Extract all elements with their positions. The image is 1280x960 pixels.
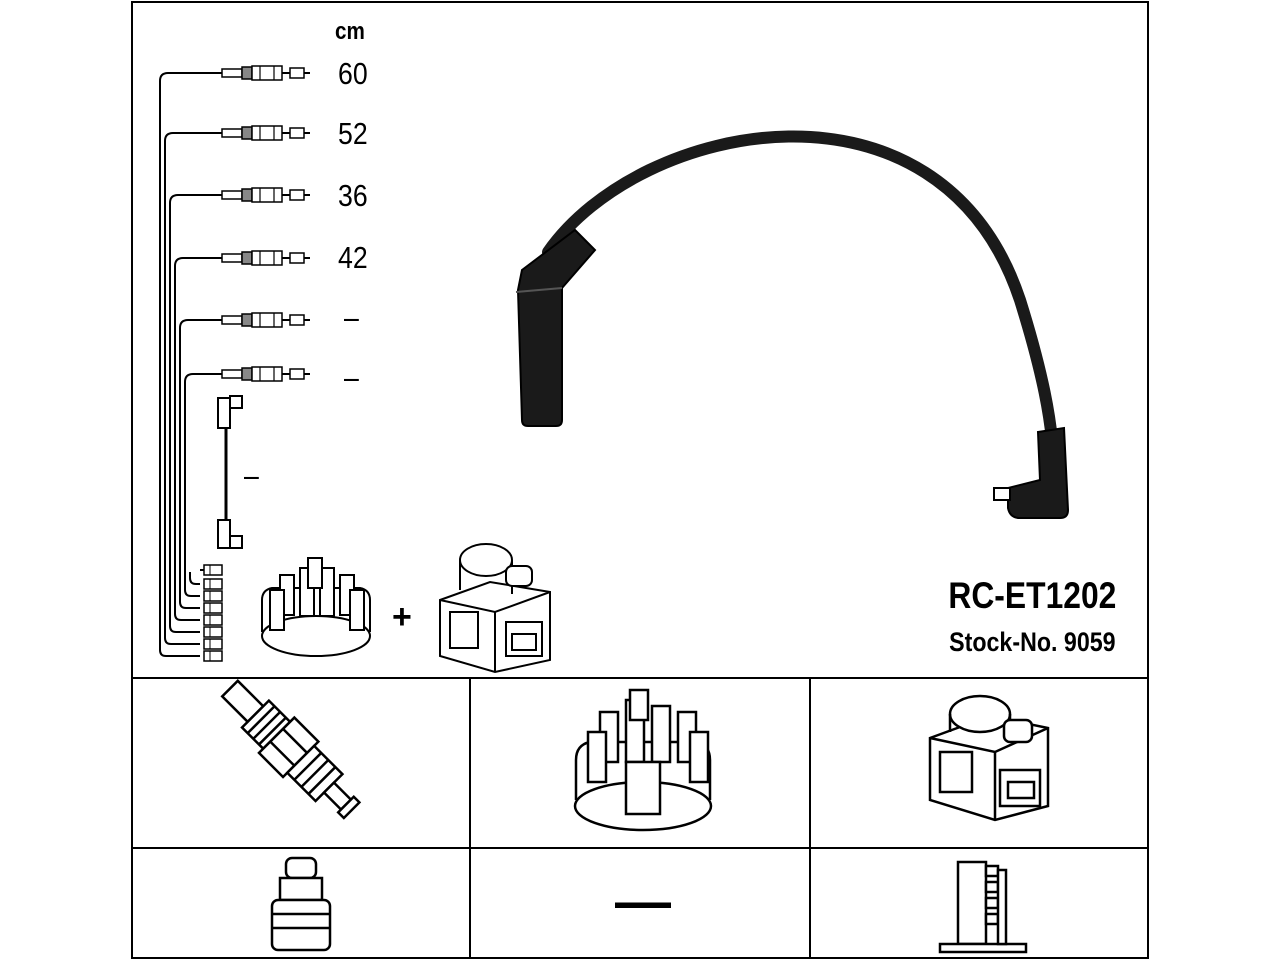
stock-number: Stock-No. 9059 <box>949 627 1116 657</box>
plug-connector-icon <box>270 856 332 952</box>
ignition-coil-icon <box>928 694 1050 822</box>
outer-frame <box>131 1 1149 959</box>
cable-length-4: 42 <box>338 240 368 275</box>
ignition-cable <box>515 130 1070 519</box>
cable-length-5: – <box>344 300 359 335</box>
ignition-coil-small-icon <box>439 543 551 674</box>
unit-label: cm <box>335 18 365 45</box>
spark-plug-icon <box>220 679 362 820</box>
coil-connector-icon <box>938 860 1028 954</box>
dash-value: — <box>615 869 671 932</box>
cable-length-6: – <box>344 360 359 395</box>
coil-lead <box>217 395 243 549</box>
cable-length-1: 60 <box>338 56 368 91</box>
cable-set-diagram <box>159 72 222 657</box>
cable-terminals <box>203 65 311 662</box>
part-number: RC-ET1202 <box>947 575 1116 616</box>
coil-lead-length: – <box>244 458 259 493</box>
plus-sign: + <box>392 598 412 636</box>
distributor-cap-icon <box>573 688 713 832</box>
cable-length-3: 36 <box>338 178 368 213</box>
cable-length-2: 52 <box>338 116 368 151</box>
distributor-cap-small-icon <box>261 557 371 657</box>
